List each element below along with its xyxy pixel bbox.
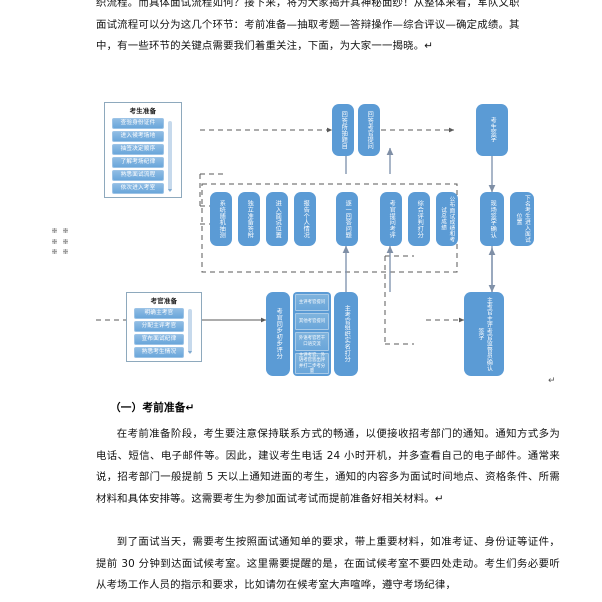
top-paragraph-line: 面试流程可以分为这几个环节：考前准备—抽取考题—答辩操作—综合评议—确定成绩。其 <box>96 18 520 31</box>
pilcrow-mark: ↵ <box>548 376 556 386</box>
handle-dot <box>52 238 57 244</box>
flow-node-onsite-signature-confirm[interactable]: 现场签字确认 <box>480 192 504 246</box>
examiner-item[interactable]: 明确主考官 <box>134 308 184 319</box>
flow-node-answer-examiner-question[interactable]: 回答考官提问 <box>358 104 380 156</box>
flow-node-enter-interview-position[interactable]: 进入面试位置 <box>266 192 288 246</box>
flow-node-next-candidate-enters[interactable]: 下名考生进入面试位置 <box>510 192 534 246</box>
flow-node-answer-questions-one-by-one[interactable]: 逐一回答问题 <box>336 192 358 246</box>
flow-node-publish-scores[interactable]: 公布面试成绩和考试总成绩 <box>436 192 458 246</box>
examiner-panel-scrollbar[interactable] <box>188 309 192 353</box>
candidate-panel-scrollbar[interactable] <box>168 121 172 191</box>
examiner-item[interactable]: 熟悉考生情况 <box>134 347 184 358</box>
top-paragraph-line: 中，有一些环节的关键点需要我们着重关注，下面，为大家一一揭晓。↵ <box>96 40 434 53</box>
candidate-panel-title: 考生准备 <box>129 107 157 115</box>
handle-dot <box>52 249 57 255</box>
flow-node-answer-drawn-question[interactable]: 回答所抽题目 <box>332 104 354 156</box>
body-paragraph-1: 在考前准备阶段，考生要注意保持联系方式的畅通，以便接收招考部门的通知。通知方式多… <box>96 428 560 505</box>
subnode-foreign-language-oral[interactable]: 外语考官若干口语交流 <box>295 332 329 351</box>
scroll-down-arrow-icon[interactable] <box>187 351 192 354</box>
handle-dot <box>52 228 57 233</box>
examiner-item[interactable]: 宣布面试纪律 <box>134 334 184 345</box>
section-heading: （一）考前准备↵ <box>110 402 195 414</box>
flow-node-question-detail-group: 主评考官提问 其他考官提问 外语考官若干口语交流 主评考官、外语考官皆出评并打二… <box>293 292 331 376</box>
examiner-item[interactable]: 分配主评考官 <box>134 321 184 332</box>
object-handle-dots[interactable] <box>52 228 70 256</box>
top-paragraph-line: 织流程。而具体面试流程如何？接下来，将为大家揭开其神秘面纱！从整体来看，军队文职 <box>96 0 520 9</box>
flow-connectors <box>96 127 496 345</box>
candidate-item[interactable]: 进入候考场地 <box>112 131 164 142</box>
candidate-item[interactable]: 查验身份证件 <box>112 118 164 129</box>
candidate-item[interactable]: 依次进入考室 <box>112 183 164 194</box>
candidate-preparation-panel: 考生准备 查验身份证件 进入候考场地 抽签决定顺序 了解考场纪律 熟悉面试流程 … <box>104 102 182 198</box>
flow-node-comprehensive-scoring[interactable]: 综合评判打分 <box>408 192 430 246</box>
handle-dot <box>63 238 68 244</box>
candidate-item[interactable]: 熟悉面试流程 <box>112 170 164 181</box>
flow-node-examiner-question-evaluation[interactable]: 考官提问考评 <box>380 192 402 246</box>
flow-node-system-random-draw[interactable]: 系统随机抽测 <box>210 192 232 246</box>
flow-node-chief-examiner-real-name-score[interactable]: 主考官组织实名打分 <box>334 292 358 376</box>
scroll-down-arrow-icon[interactable] <box>167 189 172 192</box>
flow-node-examiner-sync-initial-score[interactable]: 考官同步初步评分 <box>266 292 290 376</box>
candidate-item[interactable]: 抽签决定顺序 <box>112 144 164 155</box>
handle-dot <box>63 228 68 233</box>
examiner-panel-title: 考官准备 <box>150 297 178 305</box>
flow-node-independent-preparation[interactable]: 独立准备答辩 <box>238 192 260 246</box>
subnode-other-examiner-question[interactable]: 其他考官提问 <box>295 313 329 330</box>
flow-node-candidate-signature[interactable]: 考生签字 <box>476 104 508 156</box>
handle-dot <box>63 249 68 255</box>
top-paragraph: 织流程。而具体面试流程如何？接下来，将为大家揭开其神秘面纱！从整体来看，军队文职… <box>96 0 560 58</box>
subnode-joint-scoring[interactable]: 主评考官、外语考官皆出评并打二步考分量 <box>295 353 329 374</box>
interview-process-flowchart: 考生准备 查验身份证件 进入候考场地 抽签决定顺序 了解考场纪律 熟悉面试流程 … <box>96 96 564 396</box>
subnode-chief-evaluator-question[interactable]: 主评考官提问 <box>295 294 329 311</box>
candidate-item[interactable]: 了解考场纪律 <box>112 157 164 168</box>
flow-node-report-personal-info[interactable]: 报告个人情况 <box>294 192 316 246</box>
body-paragraph-2: 到了面试当天，需要考生按照面试通知单的要求，带上重要材料，如准考证、身份证等证件… <box>96 536 560 592</box>
flow-node-supervisor-confirm-signature[interactable]: 主考官主评考官监督员确认签字 <box>464 292 504 376</box>
examiner-preparation-panel: 考官准备 明确主考官 分配主评考官 宣布面试纪律 熟悉考生情况 <box>126 292 202 362</box>
